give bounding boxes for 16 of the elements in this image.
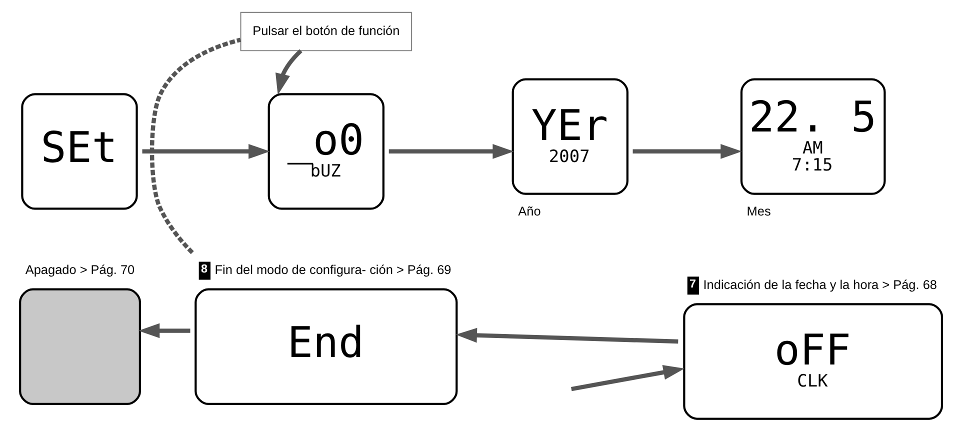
arrow — [138, 323, 190, 338]
arrow — [274, 49, 302, 95]
node-label: 8 — [200, 262, 207, 276]
arrow — [388, 144, 514, 159]
connector — [149, 38, 241, 254]
node-label: Apagado > Pág. 70 — [24, 262, 134, 278]
node-label: Año — [518, 204, 540, 219]
node-label: Mes — [746, 204, 770, 219]
arrow — [142, 144, 270, 159]
node-label: Fin del modo de configura- ción > Pág. 69 — [214, 262, 451, 278]
node-box: Pulsar el botón de función — [240, 12, 412, 52]
node-label: 7 — [688, 278, 696, 291]
arrow — [632, 144, 742, 159]
node-label: Indicación de la fecha y la hora > Pág. 68 — [702, 276, 936, 292]
arrow — [570, 365, 684, 392]
arrow — [455, 328, 678, 344]
